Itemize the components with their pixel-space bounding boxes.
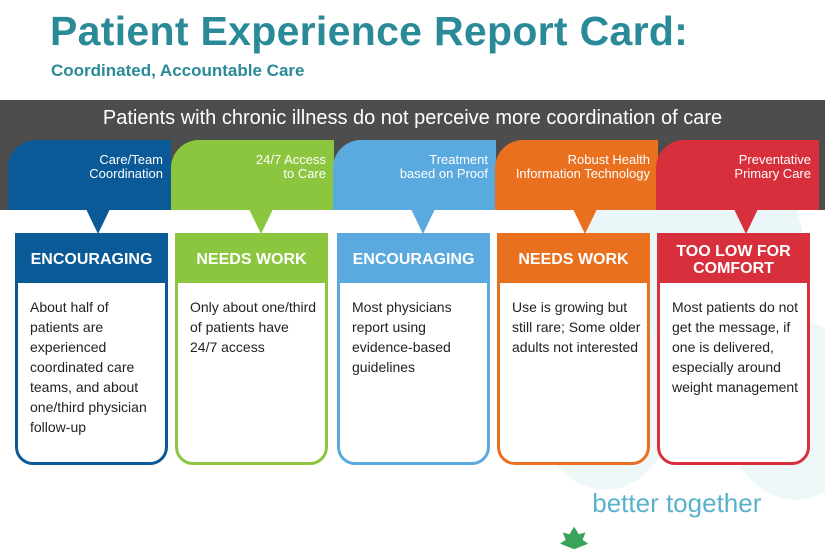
rating-header: ENCOURAGING xyxy=(340,236,487,283)
rating-description: Most physicians report using evidence-ba… xyxy=(352,299,452,375)
category-tab: Care/Team Coordination xyxy=(8,140,171,210)
rating-card: NEEDS WORK Only about one/third of patie… xyxy=(175,233,328,465)
pointer-arrow xyxy=(573,209,597,234)
category-label: Care/Team Coordination xyxy=(89,152,163,181)
rating-card: TOO LOW FOR COMFORT Most patients do not… xyxy=(657,233,810,465)
rating-card: NEEDS WORK Use is growing but still rare… xyxy=(497,233,650,465)
rating-header: TOO LOW FOR COMFORT xyxy=(660,236,807,283)
rating-description: Only about one/third of patients have 24… xyxy=(190,299,317,355)
rating-description: About half of patients are experienced c… xyxy=(30,299,147,435)
category-label: 24/7 Access to Care xyxy=(255,152,326,181)
pointer-arrow xyxy=(249,209,273,234)
rating-card: ENCOURAGING About half of patients are e… xyxy=(15,233,168,465)
pointer-arrow xyxy=(734,209,758,234)
category-tab: 24/7 Access to Care xyxy=(171,140,334,210)
category-label: Robust Health Information Technology xyxy=(515,152,650,181)
rating-label: ENCOURAGING xyxy=(352,251,475,268)
category-label: Preventative Primary Care xyxy=(734,152,811,181)
rating-header: NEEDS WORK xyxy=(178,236,325,283)
category-tab: Treatment based on Proof xyxy=(333,140,496,210)
category-label: Treatment based on Proof xyxy=(399,152,488,181)
rating-description: Use is growing but still rare; Some olde… xyxy=(512,299,641,355)
banner-text: Patients with chronic illness do not per… xyxy=(102,107,723,129)
page-title: Patient Experience Report Card: xyxy=(50,8,689,54)
rating-card: ENCOURAGING Most physicians report using… xyxy=(337,233,490,465)
logo: better together health xyxy=(560,488,825,550)
category-tab: Preventative Primary Care xyxy=(656,140,819,210)
pointer-arrow xyxy=(86,209,110,234)
rating-label: ENCOURAGING xyxy=(30,251,153,268)
logo-text: better together health xyxy=(592,488,762,549)
pointer-arrow xyxy=(411,209,435,234)
category-tab: Robust Health Information Technology xyxy=(495,140,658,210)
rating-label: NEEDS WORK xyxy=(196,251,307,268)
page-subtitle: Coordinated, Accountable Care xyxy=(51,61,305,80)
rating-label: NEEDS WORK xyxy=(518,251,629,268)
rating-header: NEEDS WORK xyxy=(500,236,647,283)
rating-description: Most patients do not get the message, if… xyxy=(672,299,799,395)
rating-header: ENCOURAGING xyxy=(18,236,165,283)
rating-label: TOO LOW FOR COMFORT xyxy=(676,242,791,277)
tree-logo-icon xyxy=(560,526,589,550)
